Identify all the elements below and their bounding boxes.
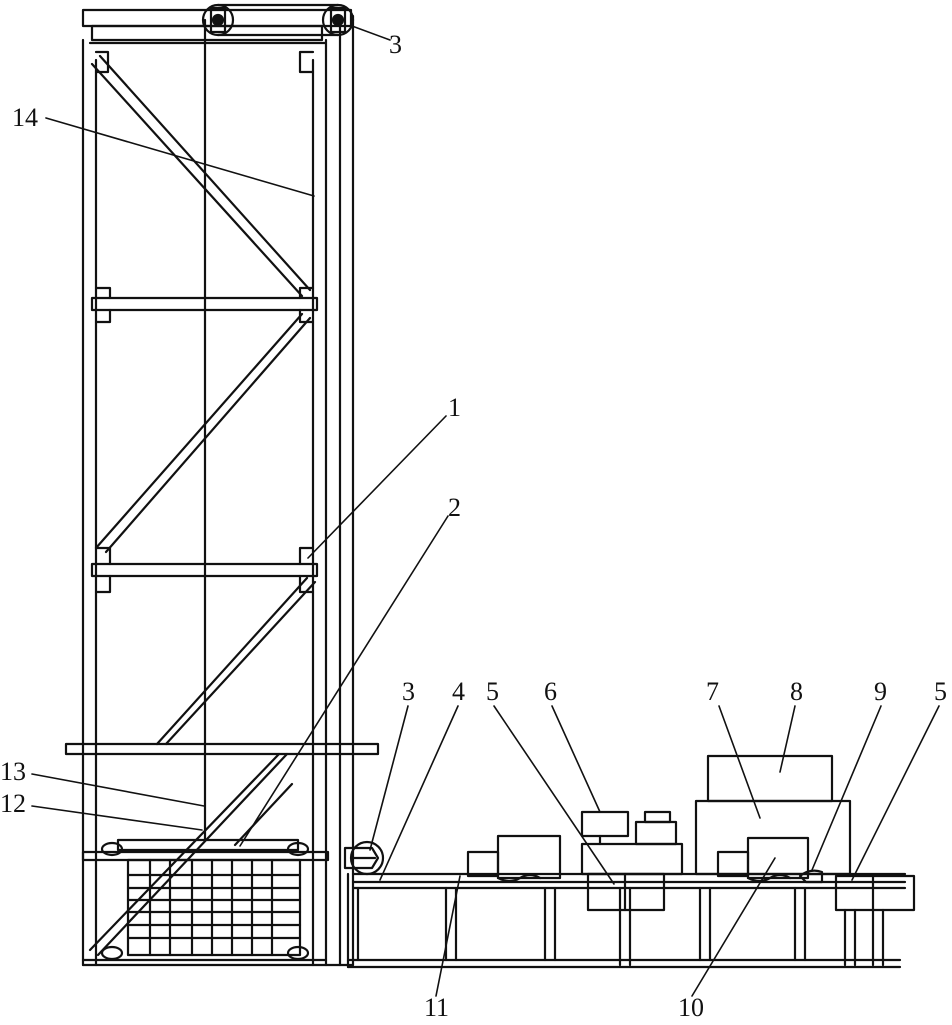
callout-14: 14 [12, 103, 38, 132]
callout-2: 2 [448, 493, 461, 522]
diagonal-braces [88, 54, 317, 957]
callout-3-top: 3 [389, 30, 402, 59]
callout-10: 10 [678, 993, 704, 1020]
callout-12: 12 [0, 789, 26, 818]
callout-6: 6 [544, 677, 557, 706]
leader-lines [31, 25, 940, 997]
support-block-right [834, 874, 916, 912]
conveyor-pulley [343, 840, 385, 876]
rung-gusset-1-right-b [298, 308, 315, 324]
post-bracket-top-left [94, 50, 110, 74]
callout-3-bottom: 3 [402, 677, 415, 706]
frame-rung-middle [90, 562, 319, 578]
conveyor-line [343, 754, 916, 969]
callout-labels: 3 14 1 2 3 4 5 6 7 8 9 5 13 12 11 10 [0, 30, 947, 1022]
main-housing [694, 754, 852, 876]
lifting-tower [64, 8, 380, 967]
callout-7: 7 [706, 677, 719, 706]
control-panel [580, 810, 684, 876]
frame-cross-beam [64, 742, 380, 756]
callout-9: 9 [874, 677, 887, 706]
rung-gusset-1-left [94, 286, 112, 300]
callout-4: 4 [452, 677, 465, 706]
lifting-cage [81, 838, 330, 961]
post-bracket-top-right [298, 50, 315, 74]
rung-gusset-1-left-b [94, 308, 112, 324]
callout-5-left: 5 [486, 677, 499, 706]
drive-motor-left [466, 834, 562, 883]
rung-gusset-2-right-b [298, 574, 315, 594]
callout-8: 8 [790, 677, 803, 706]
tower-top-plate [90, 24, 324, 42]
callout-13: 13 [0, 757, 26, 786]
callout-11: 11 [424, 993, 449, 1020]
callout-1: 1 [448, 393, 461, 422]
lever-arm [798, 869, 824, 884]
rung-gusset-2-left-b [94, 574, 112, 594]
drive-motor-right [716, 836, 810, 883]
rung-gusset-2-right [298, 546, 315, 566]
frame-rung-upper [90, 296, 319, 312]
callout-5-right: 5 [934, 677, 947, 706]
top-pulleys [201, 3, 355, 37]
